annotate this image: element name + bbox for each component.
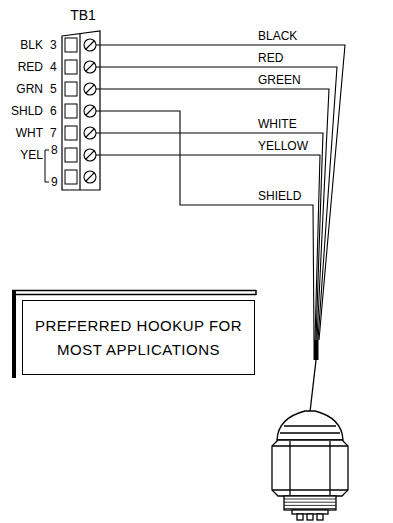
terminal-number: 7 [50,126,57,140]
wire-label: BLACK [258,29,297,43]
wire-label: SHIELD [258,189,301,203]
terminal-number: 4 [50,60,57,74]
terminal-number: 3 [50,38,57,52]
terminal-name: SHLD [11,104,43,118]
pin-bracket [45,150,49,182]
wire-label: YELLOW [258,139,308,153]
note-box: PREFERRED HOOKUP FOR MOST APPLICATIONS [22,300,255,375]
note-bracket [12,290,256,378]
terminal-number: 5 [50,82,57,96]
wire [96,45,345,340]
terminal-name: RED [18,60,43,74]
sensor [272,340,348,520]
note-text: PREFERRED HOOKUP FOR MOST APPLICATIONS [31,314,246,362]
terminal-number: 9 [51,175,58,189]
wires [96,45,345,340]
terminal-number: 6 [50,104,57,118]
terminal-name: GRN [16,82,43,96]
wire-label: RED [258,51,283,65]
terminal-name: YEL [20,148,43,162]
terminal-block [62,31,100,190]
terminal-name: BLK [20,38,43,52]
terminal-block-tag: TB1 [58,7,108,23]
terminal-name: WHT [16,126,43,140]
wire-label: GREEN [258,73,301,87]
terminal-number: 8 [51,143,58,157]
wire-label: WHITE [258,117,297,131]
block-name: TB1 [58,7,108,23]
terminal-cells [65,38,96,184]
